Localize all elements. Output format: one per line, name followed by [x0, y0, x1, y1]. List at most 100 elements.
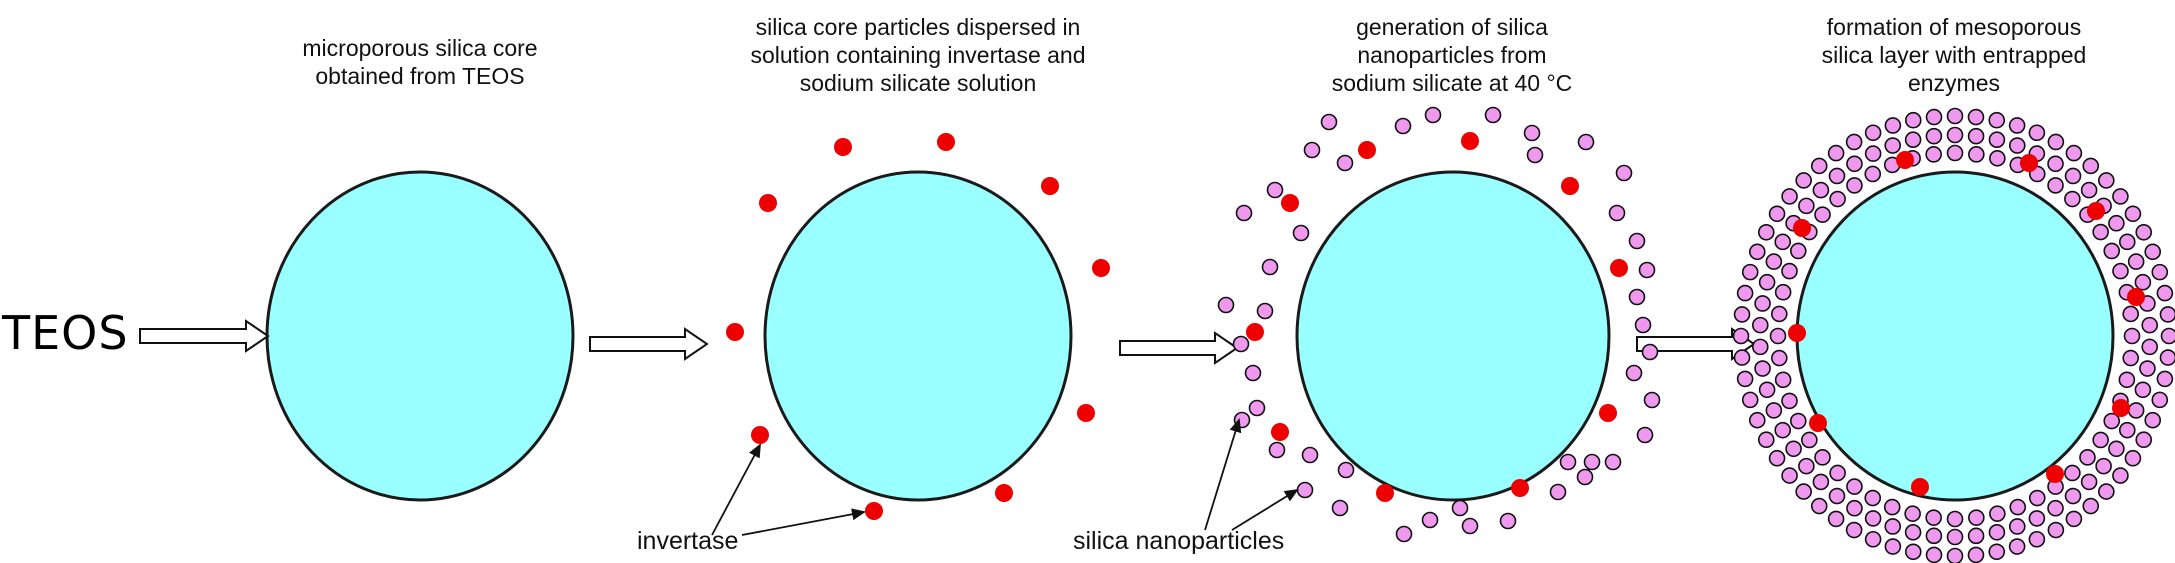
arrows-layer	[139, 319, 1756, 365]
caption-line: sodium silicate at 40 °C	[1331, 70, 1573, 96]
silica-nanoparticle	[2156, 370, 2174, 388]
silica-nanoparticle	[2127, 253, 2145, 270]
invertase-particle	[751, 426, 769, 444]
silica-nanoparticle	[2118, 421, 2136, 439]
invertase-particle	[1511, 479, 1529, 497]
silica-nanoparticle	[2047, 521, 2065, 539]
silica-nanoparticle	[1523, 124, 1541, 142]
silica-nanoparticle	[1884, 137, 1902, 154]
silica-nanoparticle	[1814, 206, 1831, 223]
silica-nanoparticle	[1781, 467, 1798, 484]
silica-nanoparticle	[1303, 141, 1321, 159]
invertase-particle	[937, 133, 955, 151]
silica-nanoparticle	[1577, 133, 1595, 151]
invertase-particle	[2112, 399, 2130, 417]
silica-nanoparticle	[1634, 316, 1652, 334]
silica-nanoparticle	[2156, 284, 2174, 302]
caption-line: solution containing invertase and	[750, 42, 1086, 68]
silica-nanoparticle	[1751, 338, 1769, 356]
invertase-particle	[2046, 465, 2064, 483]
invertase-particle	[1077, 404, 1095, 422]
invertase-particle	[1246, 323, 1264, 341]
invertase-particle	[1281, 194, 1299, 212]
invertase-particle	[2020, 154, 2038, 172]
silica-nanoparticle	[1967, 108, 1985, 126]
silica-nanoparticle	[1946, 510, 1964, 528]
silica-nanoparticle	[2064, 464, 2081, 482]
silica-nanoparticle	[2008, 137, 2026, 154]
silica-nanoparticle	[1829, 190, 1846, 208]
silica-nanoparticle	[1768, 205, 1786, 223]
silica-nanoparticle	[1968, 509, 1985, 526]
silica-nanoparticle	[1625, 364, 1643, 382]
silica-nanoparticle	[2134, 381, 2152, 399]
silica-nanoparticle	[2151, 263, 2169, 281]
pointer-arrow	[711, 443, 761, 536]
silica-nanoparticle	[1967, 527, 1985, 545]
silica-nanoparticle	[1946, 107, 1964, 125]
silica-nanoparticle	[1829, 464, 1846, 482]
silica-nanoparticle	[1757, 223, 1775, 241]
silica-nanoparticle	[2135, 223, 2153, 241]
silica-nanoparticle	[2008, 518, 2026, 535]
silica-nanoparticle	[2112, 262, 2129, 280]
silica-nanoparticle	[1967, 127, 1985, 145]
silica-nanoparticle	[1451, 499, 1469, 517]
silica-nanoparticle	[1641, 343, 1659, 361]
silica-nanoparticle	[1576, 468, 1594, 486]
silica-nanoparticle	[2079, 449, 2096, 466]
silica-nanoparticle	[2082, 157, 2100, 175]
silica-nanoparticle	[1461, 517, 1479, 535]
silica-nanoparticle	[2124, 449, 2142, 467]
invertase-particle	[1809, 414, 1827, 432]
silica-nanoparticle	[2098, 172, 2115, 189]
silica-nanoparticle	[1827, 510, 1845, 528]
silica-nanoparticle	[1989, 505, 2006, 522]
silica-nanoparticle	[1989, 150, 2006, 167]
silica-nanoparticle	[1864, 124, 1882, 142]
silica-nanoparticle	[2135, 431, 2153, 449]
silica-nanoparticle	[1864, 145, 1882, 162]
silica-nanoparticle	[1968, 146, 1985, 163]
silica-nanoparticle	[1608, 204, 1626, 222]
invertase-particle	[995, 484, 1013, 502]
invertase-particle	[1896, 151, 1914, 169]
silica-nanoparticle	[2159, 306, 2175, 323]
silica-nanoparticle	[1758, 273, 1776, 291]
silica-nanoparticle	[1484, 106, 1502, 124]
silica-nanoparticle	[1765, 402, 1783, 419]
silica-nanoparticle	[1781, 262, 1798, 280]
silica-nanoparticle	[1266, 181, 1284, 199]
silica-nanoparticle	[1925, 127, 1943, 145]
silica-core	[265, 170, 575, 502]
silica-nanoparticle	[2047, 155, 2064, 173]
silica-nanoparticle	[1583, 453, 1601, 471]
pointers-layer	[711, 418, 1299, 536]
silica-nanoparticle	[1884, 538, 1902, 555]
silica-nanoparticle	[1301, 446, 1319, 464]
silica-nanoparticle	[1798, 197, 1815, 215]
silica-nanoparticle	[1810, 497, 1828, 515]
silica-nanoparticle	[1801, 431, 1818, 449]
silica-nanoparticle	[1828, 487, 1846, 505]
silica-nanoparticle	[2141, 338, 2159, 356]
silica-core	[1295, 170, 1611, 502]
silica-nanoparticle	[2095, 457, 2112, 475]
silica-nanoparticle	[1925, 108, 1943, 126]
invertase-particle	[1610, 259, 1628, 277]
silica-nanoparticle	[1781, 392, 1798, 410]
silica-nanoparticle	[1795, 172, 1812, 189]
silica-nanoparticle	[1320, 113, 1338, 131]
silica-nanoparticle	[2139, 360, 2156, 377]
silica-nanoparticle	[2064, 167, 2082, 185]
silica-nanoparticle	[2065, 510, 2083, 528]
silica-nanoparticle	[2112, 467, 2129, 484]
silica-nanoparticle	[1636, 426, 1654, 444]
silica-nanoparticle	[1774, 283, 1792, 301]
silica-nanoparticle	[2160, 327, 2175, 345]
caption-line: microporous silica core	[302, 35, 538, 61]
silica-nanoparticle	[1643, 391, 1661, 409]
silica-nanoparticle	[1812, 473, 1830, 491]
silica-nanoparticle	[1774, 233, 1792, 251]
caption-stage-1: microporous silica core obtained from TE…	[302, 34, 537, 90]
